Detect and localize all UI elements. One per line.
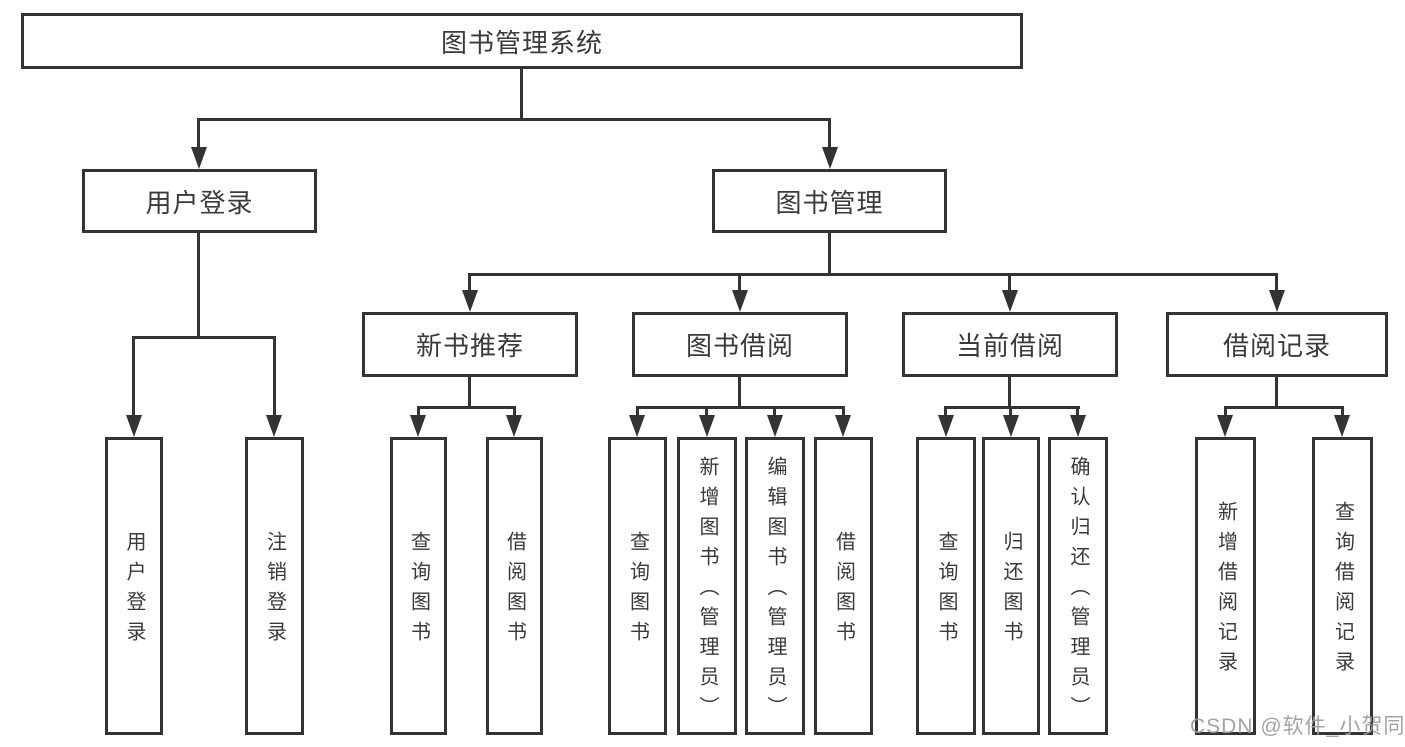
leaf-bb-query-books: 查询图书 xyxy=(608,437,667,735)
connector-book-borrow-stem xyxy=(738,377,741,409)
connector-borrow-records-stem xyxy=(1275,377,1278,409)
arrow-to-leaf-logout xyxy=(266,415,282,437)
arrow-to-bb-edit xyxy=(767,415,783,437)
leaf-nb-borrow-books-label: 借阅图书 xyxy=(503,531,526,651)
connector-drop-new-book xyxy=(468,273,471,293)
arrow-to-leaf-login xyxy=(126,415,142,437)
connector-drop-cb-query xyxy=(944,406,947,418)
node-book-management-label: 图书管理 xyxy=(775,187,884,218)
leaf-bb-edit-book-admin: 编辑图书（管理员） xyxy=(745,437,805,735)
connector-drop-bb-borrow xyxy=(842,406,845,418)
node-borrow-records-label: 借阅记录 xyxy=(1222,331,1331,361)
connector-drop-bb-edit xyxy=(773,406,776,418)
leaf-br-add-record: 新增借阅记录 xyxy=(1195,437,1256,735)
connector-drop-book-management xyxy=(828,118,831,150)
connector-drop-user-login xyxy=(197,118,200,150)
connector-drop-borrow-records xyxy=(1275,273,1278,293)
connector-new-book-stem xyxy=(468,377,471,409)
leaf-bb-query-books-label: 查询图书 xyxy=(626,531,649,651)
arrow-to-book-borrow xyxy=(732,290,748,312)
node-book-borrow-label: 图书借阅 xyxy=(685,331,794,361)
node-current-borrow: 当前借阅 xyxy=(902,312,1118,377)
node-current-borrow-label: 当前借阅 xyxy=(955,331,1064,361)
connector-book-management-split xyxy=(469,273,1278,276)
watermark: CSDN @软件_小贺同学 xyxy=(1190,715,1405,738)
connector-drop-cb-confirm xyxy=(1076,406,1079,418)
leaf-cb-confirm-return-admin-label: 确认归还（管理员） xyxy=(1067,456,1089,726)
connector-current-borrow-stem xyxy=(1008,377,1011,409)
connector-book-borrow-split xyxy=(636,406,845,409)
arrow-to-user-login xyxy=(191,147,207,169)
node-root-library-system: 图书管理系统 xyxy=(21,13,1023,69)
node-user-login-label: 用户登录 xyxy=(145,187,254,218)
connector-drop-current-borrow xyxy=(1008,273,1011,293)
arrow-to-borrow-records xyxy=(1269,290,1285,312)
arrow-to-new-book xyxy=(462,290,478,312)
leaf-user-login: 用户登录 xyxy=(105,437,163,735)
leaf-cb-confirm-return-admin: 确认归还（管理员） xyxy=(1048,437,1108,735)
connector-user-login-split xyxy=(132,336,276,339)
connector-current-borrow-split xyxy=(945,406,1080,409)
connector-drop-bb-add xyxy=(705,406,708,418)
node-book-borrow: 图书借阅 xyxy=(632,312,848,377)
arrow-to-cb-query xyxy=(938,415,954,437)
node-borrow-records: 借阅记录 xyxy=(1166,312,1388,377)
arrow-to-book-management xyxy=(822,147,838,169)
connector-drop-bb-query xyxy=(636,406,639,418)
arrow-to-br-query xyxy=(1334,415,1350,437)
connector-drop-book-borrow xyxy=(738,273,741,293)
node-new-book-recommend-label: 新书推荐 xyxy=(415,331,524,361)
leaf-user-login-label: 用户登录 xyxy=(123,531,145,651)
leaf-logout: 注销登录 xyxy=(245,437,304,735)
arrow-to-bb-borrow xyxy=(835,415,851,437)
connector-book-management-stem xyxy=(828,233,831,276)
connector-drop-nb-query xyxy=(417,406,420,418)
leaf-logout-label: 注销登录 xyxy=(263,531,286,651)
connector-drop-br-add xyxy=(1224,406,1227,418)
arrow-to-bb-add xyxy=(699,415,715,437)
arrow-to-current-borrow xyxy=(1002,290,1018,312)
leaf-cb-query-books: 查询图书 xyxy=(916,437,976,735)
arrow-to-cb-return xyxy=(1003,415,1019,437)
leaf-cb-return-book: 归还图书 xyxy=(982,437,1040,735)
arrow-to-nb-borrow xyxy=(506,415,522,437)
leaf-bb-add-book-admin-label: 新增图书（管理员） xyxy=(696,456,718,726)
leaf-nb-borrow-books: 借阅图书 xyxy=(486,437,543,735)
leaf-nb-query-books-label: 查询图书 xyxy=(407,531,430,651)
connector-new-book-split xyxy=(417,406,516,409)
node-book-management: 图书管理 xyxy=(712,169,947,233)
leaf-cb-return-book-label: 归还图书 xyxy=(1000,531,1022,651)
leaf-bb-edit-book-admin-label: 编辑图书（管理员） xyxy=(764,456,786,726)
leaf-bb-borrow-books-label: 借阅图书 xyxy=(832,531,855,651)
connector-borrow-records-split xyxy=(1224,406,1344,409)
leaf-br-add-record-label: 新增借阅记录 xyxy=(1214,501,1237,681)
connector-root-split xyxy=(197,118,831,121)
connector-drop-br-query xyxy=(1341,406,1344,418)
connector-drop-leaf-login xyxy=(132,336,135,418)
node-root-label: 图书管理系统 xyxy=(440,27,603,58)
connector-drop-cb-return xyxy=(1009,406,1012,418)
connector-root-stem xyxy=(520,69,523,121)
leaf-bb-borrow-books: 借阅图书 xyxy=(814,437,873,735)
leaf-nb-query-books: 查询图书 xyxy=(390,437,447,735)
leaf-bb-add-book-admin: 新增图书（管理员） xyxy=(677,437,737,735)
arrow-to-bb-query xyxy=(629,415,645,437)
connector-user-login-stem xyxy=(197,233,200,339)
arrow-to-nb-query xyxy=(410,415,426,437)
arrow-to-cb-confirm xyxy=(1070,415,1086,437)
leaf-br-query-record: 查询借阅记录 xyxy=(1312,437,1373,735)
connector-drop-leaf-logout xyxy=(273,336,276,418)
leaf-cb-query-books-label: 查询图书 xyxy=(935,531,957,651)
arrow-to-br-add xyxy=(1217,415,1233,437)
node-user-login: 用户登录 xyxy=(82,169,317,233)
node-new-book-recommend: 新书推荐 xyxy=(362,312,578,377)
connector-drop-nb-borrow xyxy=(513,406,516,418)
leaf-br-query-record-label: 查询借阅记录 xyxy=(1331,501,1354,681)
